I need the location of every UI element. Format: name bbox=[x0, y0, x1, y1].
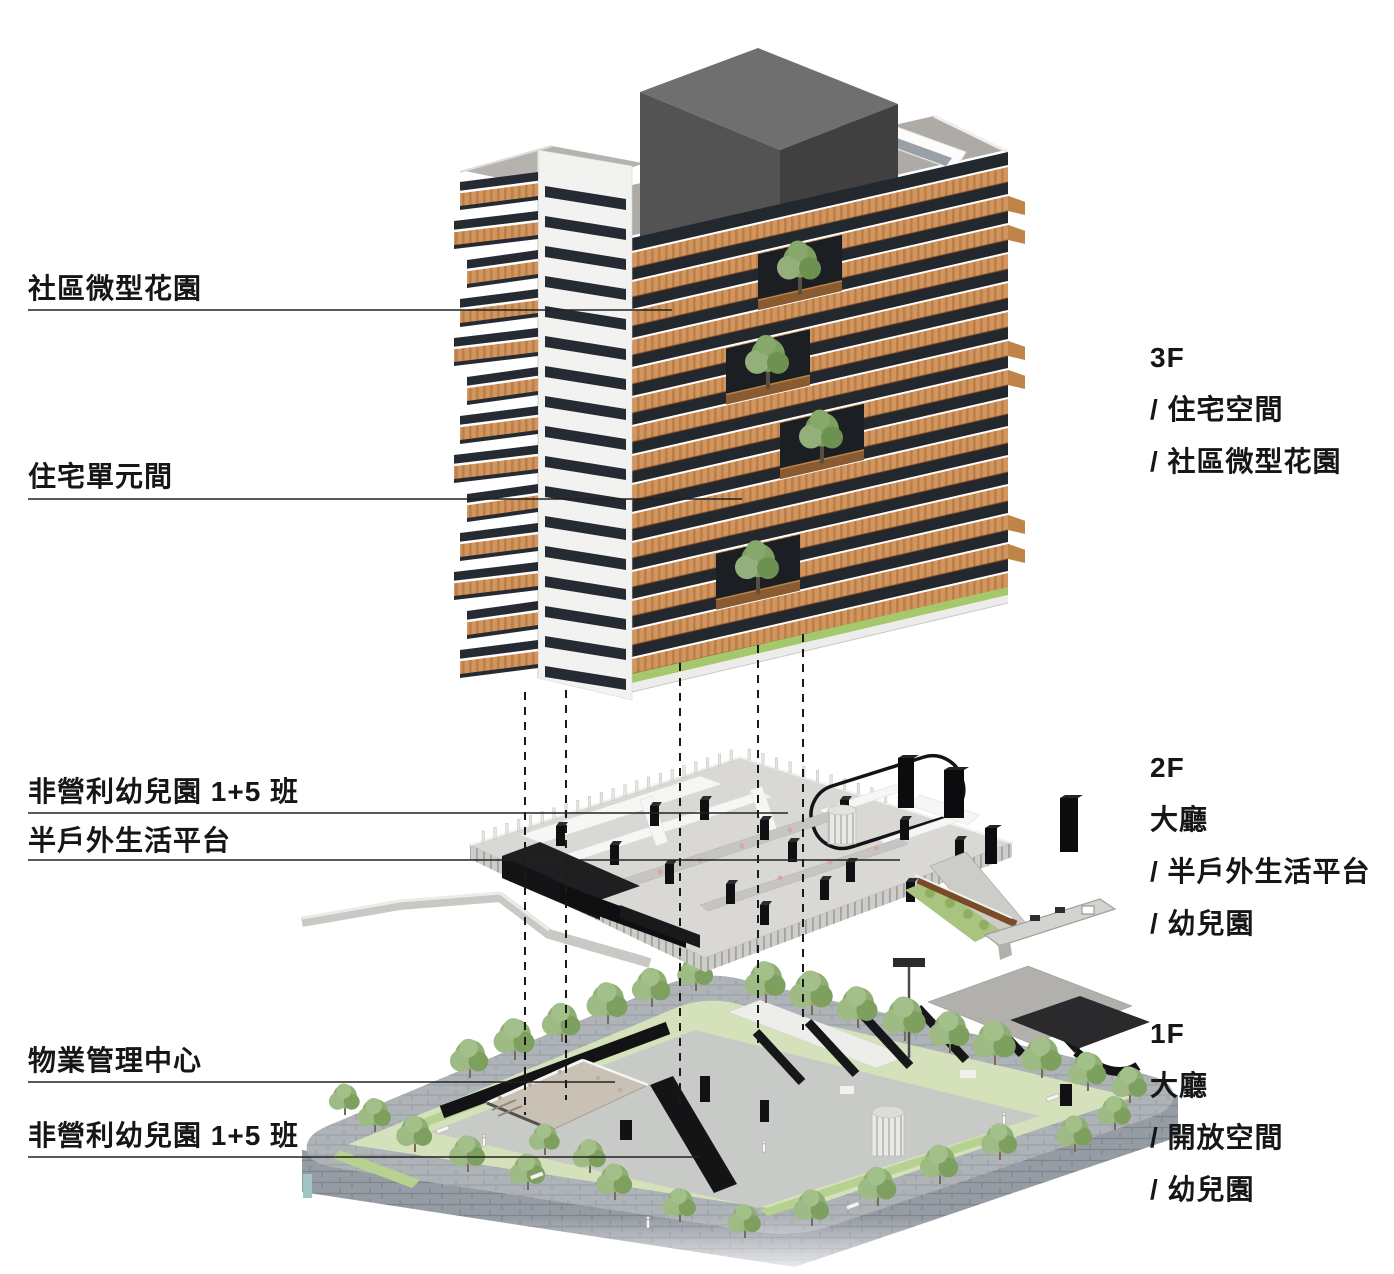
tree bbox=[1097, 1095, 1131, 1130]
floor-2f-line: / 幼兒園 bbox=[1150, 908, 1255, 939]
site-building-cluster bbox=[439, 965, 1150, 1193]
tower-base-green bbox=[632, 587, 1008, 683]
floor-2f-line: 大廳 bbox=[1150, 804, 1209, 835]
tree bbox=[1067, 1051, 1107, 1091]
kindergarten-wall bbox=[650, 1076, 737, 1193]
floor-3f-title: 3F bbox=[1150, 342, 1185, 373]
tree bbox=[1111, 1066, 1148, 1103]
tower-louver-facade bbox=[601, 152, 1026, 693]
label-community-micro-garden: 社區微型花園 bbox=[28, 273, 203, 304]
floor-group-1f: 1F 大廳 / 開放空間 / 幼兒園 bbox=[1150, 1008, 1284, 1216]
floor-group-3f: 3F / 住宅空間 / 社區微型花園 bbox=[1150, 332, 1342, 488]
floor-1f-line: / 開放空間 bbox=[1150, 1122, 1284, 1153]
tree bbox=[662, 1187, 696, 1222]
label-kindergarten-1f: 非營利幼兒園 1+5 班 bbox=[28, 1120, 300, 1151]
tower-balcony-stack bbox=[453, 172, 539, 678]
tree bbox=[328, 1083, 360, 1115]
site-accent bbox=[303, 1174, 312, 1198]
floor-1f-line: 大廳 bbox=[1150, 1070, 1209, 1101]
tree bbox=[357, 1097, 391, 1132]
tree bbox=[631, 967, 671, 1007]
dashed-projection-lines bbox=[524, 634, 804, 1115]
tree bbox=[528, 1123, 560, 1155]
tree bbox=[882, 996, 926, 1041]
floor-1f-title: 1F bbox=[1150, 1018, 1185, 1049]
floor-2f-cylinder bbox=[827, 804, 857, 845]
tree bbox=[836, 986, 878, 1028]
tree bbox=[1020, 1036, 1062, 1078]
tree bbox=[596, 1163, 633, 1200]
balcony-garden-niche bbox=[715, 534, 801, 610]
floor-1f-line: / 幼兒園 bbox=[1150, 1174, 1255, 1205]
tree bbox=[972, 1020, 1016, 1065]
floor-2f-black-walls bbox=[502, 755, 1083, 948]
tree bbox=[727, 1203, 761, 1238]
floor-2f-zigzag-ramp bbox=[301, 891, 652, 968]
tower-white-slab bbox=[537, 149, 633, 701]
tree bbox=[572, 1138, 606, 1173]
tree bbox=[541, 1002, 581, 1042]
label-property-management: 物業管理中心 bbox=[28, 1045, 203, 1076]
balcony-garden-niche bbox=[725, 329, 811, 405]
floor-2f-line: / 半戶外生活平台 bbox=[1150, 856, 1371, 887]
floor-3f-line: / 住宅空間 bbox=[1150, 394, 1284, 425]
floor-3f-line: / 社區微型花園 bbox=[1150, 446, 1342, 477]
floor-group-2f: 2F 大廳 / 半戶外生活平台 / 幼兒園 bbox=[1150, 742, 1371, 950]
balcony-garden-niche bbox=[779, 403, 865, 480]
balcony-garden-niche bbox=[757, 234, 843, 311]
tree bbox=[396, 1115, 433, 1152]
floor-2f-title: 2F bbox=[1150, 752, 1185, 783]
label-residential-unit: 住宅單元間 bbox=[28, 461, 174, 492]
tree bbox=[586, 982, 628, 1024]
tree bbox=[1056, 1115, 1093, 1152]
tree bbox=[857, 1166, 897, 1206]
tree bbox=[928, 1011, 970, 1053]
tree bbox=[744, 961, 786, 1003]
site-cylinder bbox=[871, 1105, 905, 1157]
tree bbox=[981, 1123, 1018, 1160]
tree bbox=[449, 1038, 489, 1078]
site-trees bbox=[328, 954, 1148, 1238]
site-misc bbox=[435, 1093, 1060, 1229]
label-semi-outdoor-platform: 半戶外生活平台 bbox=[28, 825, 232, 856]
tree bbox=[919, 1144, 959, 1184]
label-kindergarten-2f: 非營利幼兒園 1+5 班 bbox=[28, 776, 300, 807]
floor-2f-walkway-arm bbox=[905, 851, 1117, 960]
tree bbox=[493, 1018, 535, 1060]
tree bbox=[793, 1189, 830, 1226]
leader-lines bbox=[28, 309, 900, 1158]
